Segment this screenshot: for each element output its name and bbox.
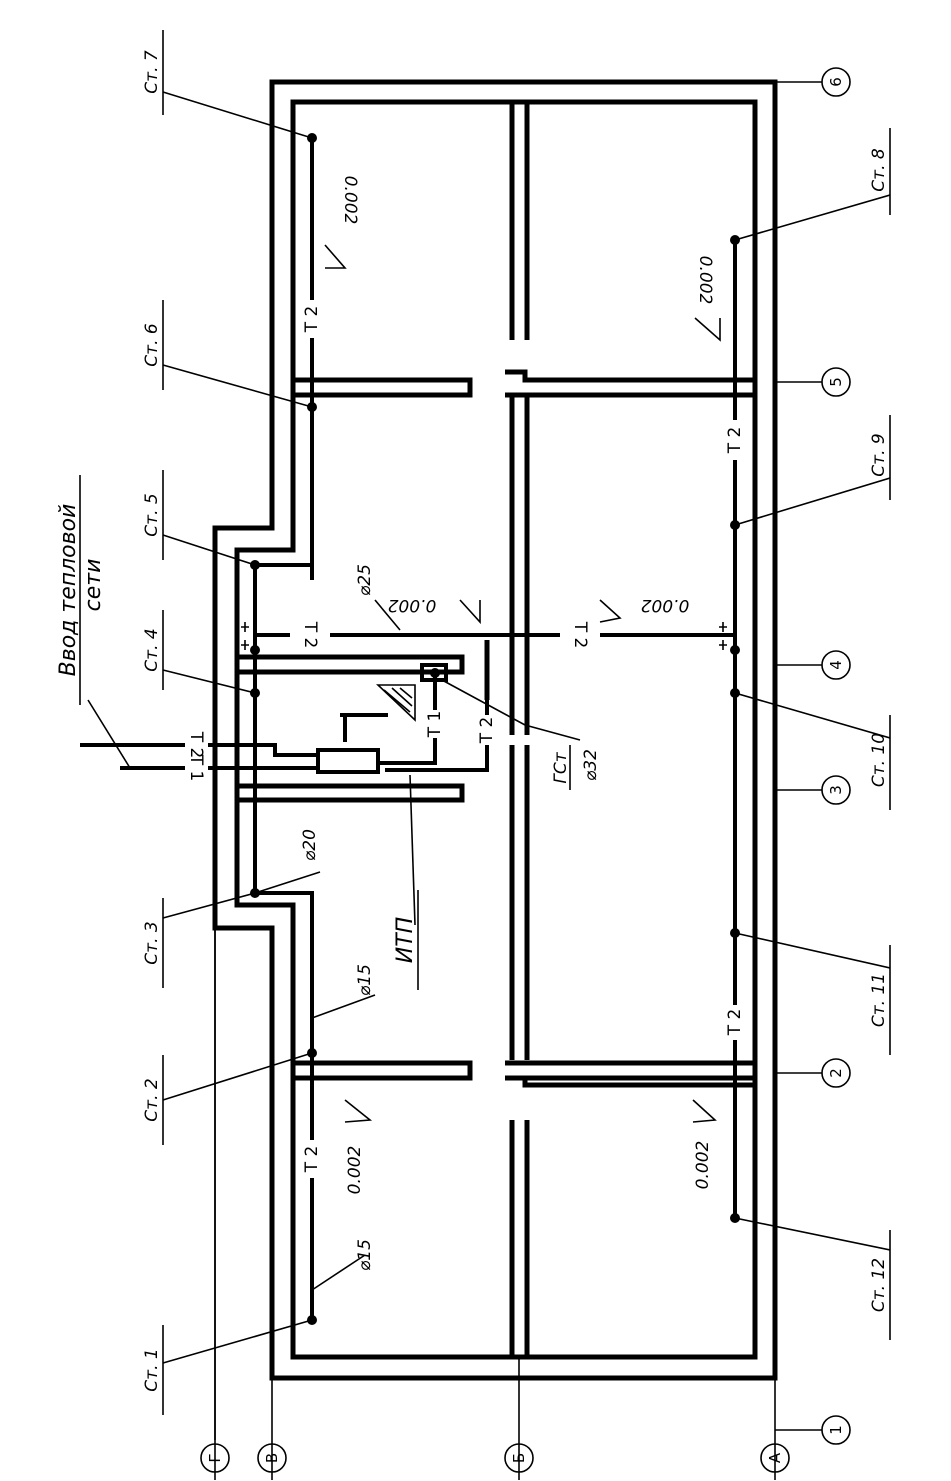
pipe-label-t2-top-right: Т 2 — [725, 427, 745, 455]
axis-bubble-1 — [821, 1415, 851, 1445]
slope-label-1: 0.002 — [340, 176, 360, 225]
slope-label-3: 0.002 — [388, 595, 437, 615]
pipe-label-t1-itp: Т 1 — [425, 711, 445, 739]
riser-label-5: Ст. 5 — [142, 493, 162, 536]
room-labels: ГСт ИТП Ввод тепловой сети — [56, 504, 571, 964]
riser-label-2: Ст. 2 — [142, 1078, 162, 1121]
pipe-network — [80, 138, 737, 1320]
heat-network-entry-line2: сети — [81, 559, 106, 612]
axis-bubble-5 — [821, 367, 851, 397]
axis-bubble-b — [504, 1443, 534, 1473]
riser-label-6: Ст. 6 — [142, 323, 162, 367]
axis-bubble-6 — [821, 67, 851, 97]
riser-label-11: Ст. 11 — [869, 973, 889, 1027]
axis-label-4: 4 — [827, 660, 845, 670]
axis-label-2: 2 — [827, 1068, 845, 1078]
axis-label-g: Г — [206, 1453, 224, 1462]
itp-unit — [316, 663, 448, 774]
axis-bubble-g — [200, 1443, 230, 1473]
riser-label-10: Ст. 10 — [869, 733, 889, 787]
leader-lines — [87, 91, 891, 1440]
junction-dot-left — [250, 645, 260, 655]
axis-bubble-a — [760, 1443, 790, 1473]
riser-label-12: Ст. 12 — [869, 1258, 889, 1312]
riser-label-3: Ст. 3 — [142, 921, 162, 964]
slope-label-5: 0.002 — [345, 1146, 365, 1195]
slope-marks — [324, 244, 721, 1123]
axis-label-5: 5 — [827, 377, 845, 387]
pipe-label-t2-top-left: Т 2 — [302, 306, 322, 334]
axis-bubble-v — [257, 1443, 287, 1473]
gst-label: ГСт — [551, 751, 571, 783]
diameter-label-d32: ⌀32 — [581, 749, 601, 781]
diameter-labels: ⌀15 ⌀15 ⌀20 ⌀25 ⌀32 — [300, 564, 601, 1271]
riser-label-1: Ст. 1 — [142, 1348, 162, 1391]
pipe-label-t2-main-left: Т 2 — [300, 621, 320, 649]
axis-bubble-3 — [821, 775, 851, 805]
axis-label-1: 1 — [827, 1425, 845, 1435]
pipe-labels: Т 2 Т 2 Т 2 Т 2 Т 2 Т 2 Т 2 Т 1 Т 2 Т 1 — [186, 306, 745, 1174]
diameter-label-d15-lower: ⌀15 — [355, 1239, 375, 1271]
riser-label-7: Ст. 7 — [142, 50, 162, 94]
axis-label-6: 6 — [827, 77, 845, 87]
entry-label-t2: Т 2 — [186, 731, 206, 759]
junction-dot-right — [730, 645, 740, 655]
slope-label-4: 0.002 — [641, 595, 690, 615]
riser-label-8: Ст. 8 — [869, 148, 889, 192]
outer-walls — [212, 79, 778, 1381]
valves — [241, 622, 727, 650]
gst-dot — [430, 668, 440, 678]
pipe-label-t2-bottom-left: Т 2 — [302, 1146, 322, 1174]
axis-bubble-2 — [821, 1058, 851, 1088]
interior-walls — [237, 102, 755, 1357]
axis-label-a: А — [766, 1452, 784, 1463]
pipe-label-t2-itp: Т 2 — [477, 717, 497, 745]
label-underlines — [79, 30, 891, 1415]
slope-label-6: 0.002 — [693, 1141, 713, 1190]
diameter-label-d25: ⌀25 — [355, 564, 375, 596]
entry-label-t1: Т 1 — [186, 754, 206, 782]
heat-network-entry-line1: Ввод тепловой — [56, 504, 81, 677]
diameter-label-d20: ⌀20 — [300, 829, 320, 861]
axis-label-v: В — [263, 1453, 281, 1463]
axis-label-3: 3 — [827, 785, 845, 795]
pipe-label-t2-bottom-right: Т 2 — [725, 1009, 745, 1037]
slope-label-2: 0.002 — [695, 256, 715, 305]
diameter-label-d15-upper: ⌀15 — [355, 964, 375, 996]
slope-labels: 0.002 0.002 0.002 0.002 0.002 0.002 — [340, 176, 715, 1195]
riser-label-4: Ст. 4 — [142, 628, 162, 671]
riser-labels: Ст. 1 Ст. 2 Ст. 3 Ст. 4 Ст. 5 Ст. 6 Ст. … — [142, 50, 889, 1392]
riser-label-9: Ст. 9 — [869, 433, 889, 476]
pipe-label-t2-main-right: Т 2 — [570, 621, 590, 649]
axis-label-b: Б — [510, 1453, 528, 1463]
itp-label: ИТП — [393, 917, 418, 963]
axis-bubble-4 — [821, 650, 851, 680]
